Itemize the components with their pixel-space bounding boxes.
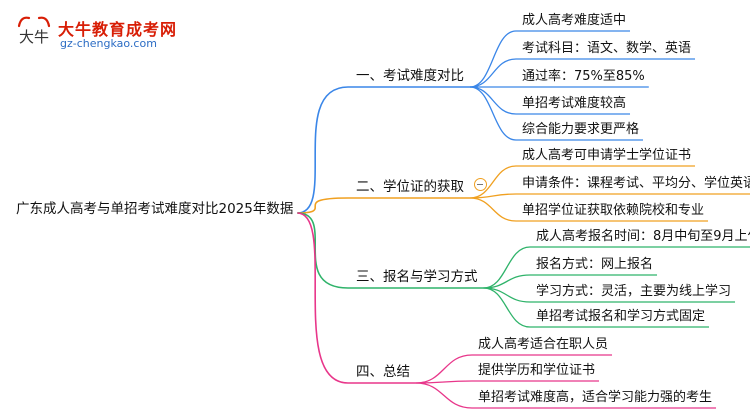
leaf-connector <box>469 197 709 222</box>
branch-node-difficulty[interactable]: 一、考试难度对比 <box>356 68 464 84</box>
leaf-connector <box>469 86 644 141</box>
leaf-node[interactable]: 单招考试报名和学习方式固定 <box>536 309 706 324</box>
branch-node-summary[interactable]: 四、总结 <box>356 364 410 380</box>
logo-badge-text: 大牛 <box>18 28 49 46</box>
branch-connector <box>297 212 416 384</box>
leaf-node[interactable]: 成人高考报名时间：8月中旬至9月上旬 <box>536 229 750 244</box>
branch-node-degree[interactable]: 二、学位证的获取 <box>356 179 464 195</box>
minus-icon <box>477 183 483 185</box>
leaf-node[interactable]: 申请条件：课程考试、平均分、学位英语 <box>522 176 750 191</box>
branch-connector <box>297 86 470 214</box>
leaf-node[interactable]: 单招学位证获取依赖院校和专业 <box>522 203 705 218</box>
leaf-connector <box>469 193 750 199</box>
bull-logo-icon: 大牛 <box>14 14 54 54</box>
leaf-connector <box>469 165 696 199</box>
horn-icon <box>17 16 51 28</box>
leaf-node[interactable]: 提供学历和学位证书 <box>478 363 596 378</box>
leaf-node[interactable]: 成人高考适合在职人员 <box>478 337 609 352</box>
leaf-node[interactable]: 通过率：75%至85% <box>522 69 645 84</box>
leaf-connector <box>469 58 696 88</box>
leaf-connector <box>483 274 658 289</box>
leaf-node[interactable]: 报名方式：网上报名 <box>536 257 654 272</box>
leaf-connector <box>469 30 631 88</box>
site-logo[interactable]: 大牛 大牛教育成考网 gz-chengkao.com <box>14 14 184 54</box>
collapse-toggle-button[interactable] <box>474 178 487 191</box>
leaf-node[interactable]: 综合能力要求更严格 <box>522 122 640 137</box>
leaf-connector <box>483 287 710 328</box>
root-node[interactable]: 广东成人高考与单招考试难度对比2025年数据 <box>16 201 294 217</box>
leaf-connector <box>415 380 600 384</box>
branch-node-registration[interactable]: 三、报名与学习方式 <box>356 269 478 285</box>
leaf-connector <box>483 246 750 289</box>
leaf-node[interactable]: 成人高考难度适中 <box>522 13 627 28</box>
leaf-node[interactable]: 单招考试难度高，适合学习能力强的考生 <box>478 390 713 405</box>
leaf-node[interactable]: 学习方式：灵活，主要为线上学习 <box>536 284 732 299</box>
logo-title: 大牛教育成考网 <box>58 20 178 39</box>
logo-url[interactable]: gz-chengkao.com <box>60 37 157 50</box>
leaf-connector <box>415 382 717 409</box>
leaf-node[interactable]: 考试科目：语文、数学、英语 <box>522 41 692 56</box>
leaf-node[interactable]: 单招考试难度较高 <box>522 96 627 111</box>
leaf-node[interactable]: 成人高考可申请学士学位证书 <box>522 148 692 163</box>
leaf-connector <box>415 354 613 384</box>
leaf-connector <box>469 86 631 115</box>
branch-connector <box>297 197 470 214</box>
